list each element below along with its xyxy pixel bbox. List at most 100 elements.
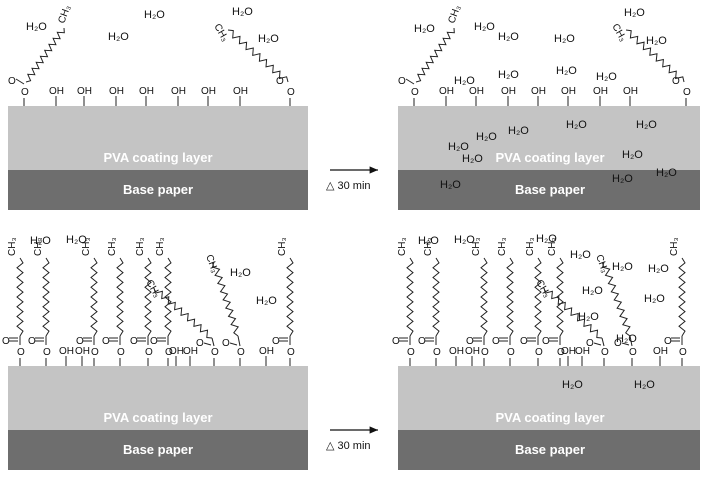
hydroxyl-label: OH [623, 86, 638, 97]
ester-oxygen-label: O [557, 347, 565, 358]
base-label-bottom-right: Base paper [515, 442, 585, 457]
time-label-top: △ 30 min [326, 180, 371, 192]
carbonyl-double-bond [203, 342, 212, 346]
hydroxyl-label: OH [233, 86, 248, 97]
methyl-label: CH₃ [525, 237, 536, 256]
methyl-label: CH₃ [669, 237, 680, 256]
ester-oxygen-label: O [679, 347, 687, 358]
ester-oxygen-label: O [145, 347, 153, 358]
ester-oxygen-label: O [237, 347, 245, 358]
alkyl-chain [16, 257, 24, 337]
carbonyl-oxygen-label: O [398, 76, 406, 87]
ester-oxygen-label: O [433, 347, 441, 358]
ester-oxygen-label: O [601, 347, 609, 358]
hydroxyl-label: OH [201, 86, 216, 97]
pva-layer-top-right [398, 106, 700, 170]
ester-oxygen-label: O [407, 347, 415, 358]
water-molecule: H₂O [144, 9, 165, 21]
alkyl-chain [90, 257, 98, 337]
water-molecule: H₂O [474, 21, 495, 33]
alkyl-chain [42, 257, 50, 337]
water-molecule: H₂O [578, 311, 599, 323]
hydroxyl-label: OH [501, 86, 516, 97]
alkyl-chain [406, 257, 414, 337]
base-label-top-left: Base paper [123, 182, 193, 197]
carbonyl-carbon-bond [237, 335, 241, 347]
water-molecule: H₂O [648, 263, 669, 275]
alkyl-chain [543, 287, 603, 339]
hydroxyl-label: OH [531, 86, 546, 97]
methyl-label: CH₃ [81, 237, 92, 256]
water-molecule: H₂O [448, 141, 469, 153]
base-label-bottom-left: Base paper [123, 442, 193, 457]
alkyl-chain [164, 257, 172, 337]
water-molecule: H₂O [440, 179, 461, 191]
water-molecule: H₂O [414, 23, 435, 35]
water-molecule: H₂O [230, 267, 251, 279]
carbonyl-oxygen-label: O [586, 338, 594, 349]
alkyl-chain [432, 257, 440, 337]
carbonyl-oxygen-label: O [542, 336, 550, 347]
carbonyl-oxygen-label: O [76, 336, 84, 347]
ester-oxygen-label: O [21, 87, 29, 98]
water-molecule: H₂O [498, 69, 519, 81]
carbonyl-double-bond [15, 78, 25, 85]
water-molecule: H₂O [256, 295, 277, 307]
carbonyl-oxygen-label: O [272, 336, 280, 347]
methyl-label: CH₃ [446, 4, 463, 25]
water-molecule: H₂O [536, 233, 557, 245]
carbonyl-oxygen-label: O [102, 336, 110, 347]
water-molecule: H₂O [554, 33, 575, 45]
water-molecule: H₂O [66, 234, 87, 246]
pva-layer-top-left [8, 106, 308, 170]
base-label-top-right: Base paper [515, 182, 585, 197]
water-molecule: H₂O [636, 119, 657, 131]
carbonyl-oxygen-label: O [672, 76, 680, 87]
ester-oxygen-label: O [211, 347, 219, 358]
methyl-label: CH₃ [547, 237, 558, 256]
methyl-label: CH₃ [56, 4, 73, 25]
pva-label-top-left: PVA coating layer [103, 150, 212, 165]
hydroxyl-label: OH [593, 86, 608, 97]
hydroxyl-label: OH [109, 86, 124, 97]
base-paper-top-right [398, 170, 700, 210]
pva-layer-bottom-right [398, 366, 700, 430]
hydroxyl-label: OH [171, 86, 186, 97]
water-molecule: H₂O [634, 379, 655, 391]
hydroxyl-label: OH [561, 346, 576, 357]
ester-oxygen-label: O [507, 347, 515, 358]
water-molecule: H₂O [476, 131, 497, 143]
methyl-label: CH₃ [277, 237, 288, 256]
carbonyl-oxygen-label: O [276, 76, 284, 87]
ester-oxygen-label: O [91, 347, 99, 358]
ester-oxygen-label: O [287, 87, 295, 98]
carbonyl-carbon-bond [601, 337, 605, 347]
pva-label-top-right: PVA coating layer [495, 150, 604, 165]
water-molecule: H₂O [582, 285, 603, 297]
water-molecule: H₂O [258, 33, 279, 45]
alkyl-chain [625, 29, 685, 83]
alkyl-chain [25, 27, 65, 83]
ester-oxygen-label: O [629, 347, 637, 358]
methyl-label: CH₃ [471, 237, 482, 256]
carbonyl-oxygen-label: O [392, 336, 400, 347]
hydroxyl-label: OH [77, 86, 92, 97]
methyl-label: CH₃ [593, 253, 610, 274]
carbonyl-oxygen-label: O [614, 338, 622, 349]
carbonyl-double-bond [405, 78, 415, 85]
water-molecule: H₂O [596, 71, 617, 83]
pva-label-bottom-right: PVA coating layer [495, 410, 604, 425]
alkyl-chain [601, 261, 631, 337]
hydroxyl-label: OH [561, 86, 576, 97]
water-molecule: H₂O [26, 21, 47, 33]
hydroxyl-label: OH [183, 346, 198, 357]
methyl-label: CH₃ [609, 22, 628, 44]
alkyl-chain [534, 257, 542, 337]
water-molecule: H₂O [232, 6, 253, 18]
ester-oxygen-label: O [683, 87, 691, 98]
ester-oxygen-label: O [165, 347, 173, 358]
methyl-label: CH₃ [33, 237, 44, 256]
carbonyl-oxygen-label: O [130, 336, 138, 347]
methyl-label: CH₃ [7, 237, 18, 256]
